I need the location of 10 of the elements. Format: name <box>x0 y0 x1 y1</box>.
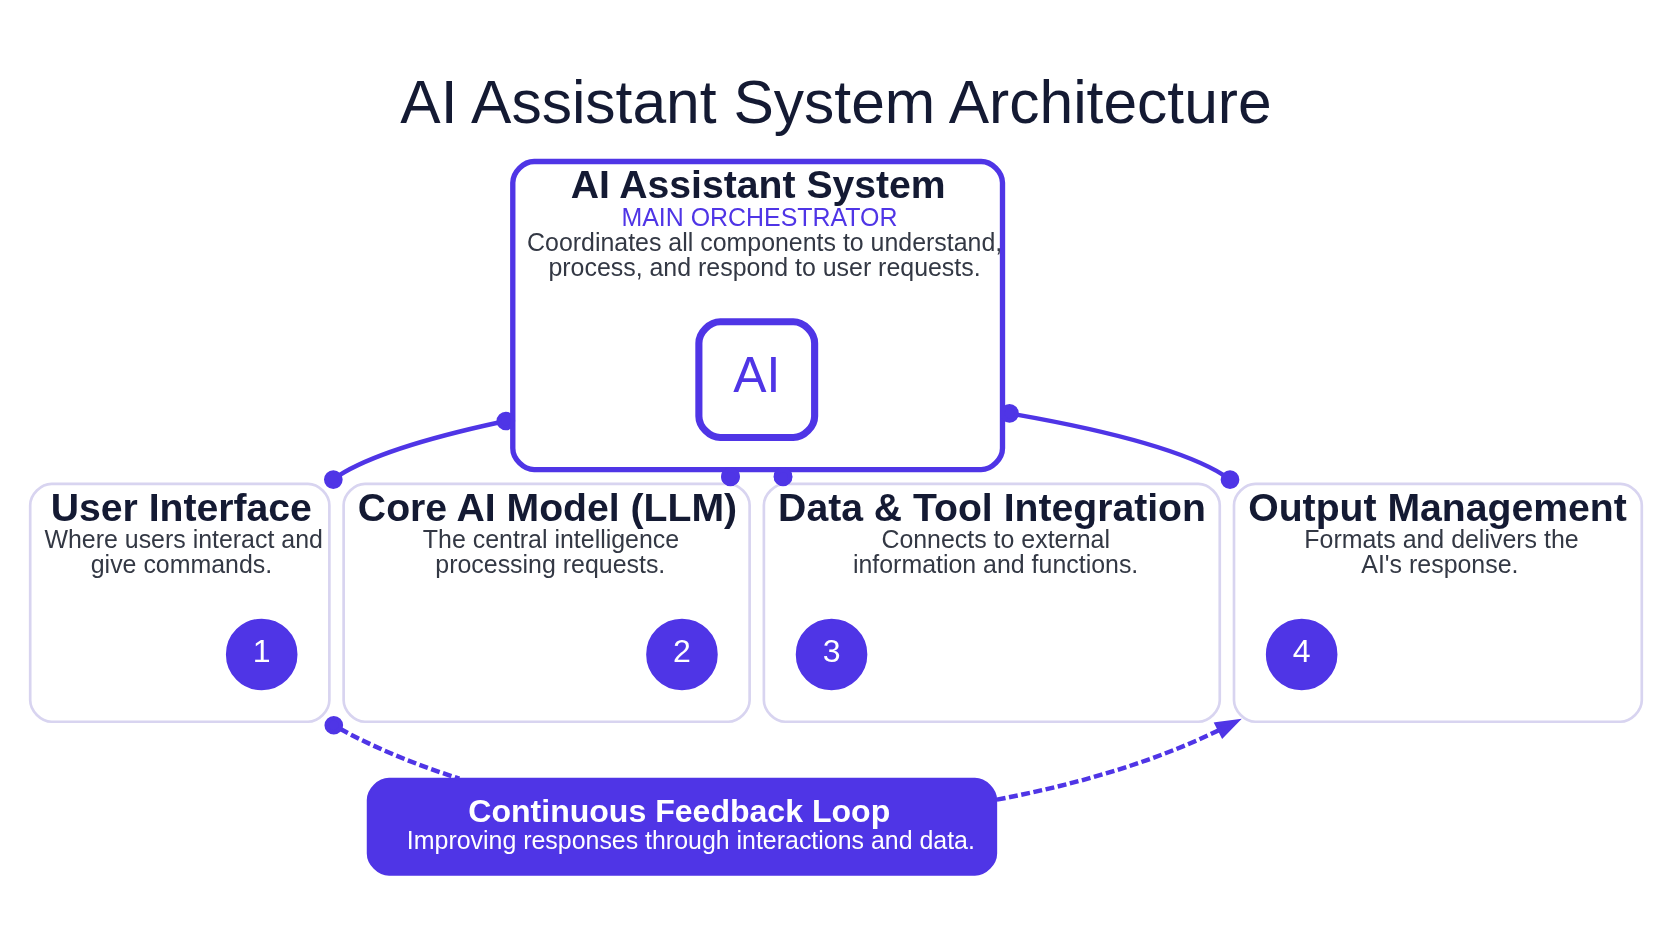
node-circle: 4 <box>1265 618 1338 690</box>
node-circle: 1 <box>225 618 298 690</box>
node-circle: 3 <box>795 618 868 690</box>
node-circle: 2 <box>646 618 718 690</box>
arrow <box>996 718 1242 802</box>
connector <box>324 715 461 781</box>
node-box: AI <box>695 317 819 441</box>
connector <box>323 411 516 489</box>
node-box: Continuous Feedback Loop Improving responses through interactions and data. <box>366 777 998 876</box>
diagram-title: AI Assistant System Architecture <box>400 67 1272 136</box>
